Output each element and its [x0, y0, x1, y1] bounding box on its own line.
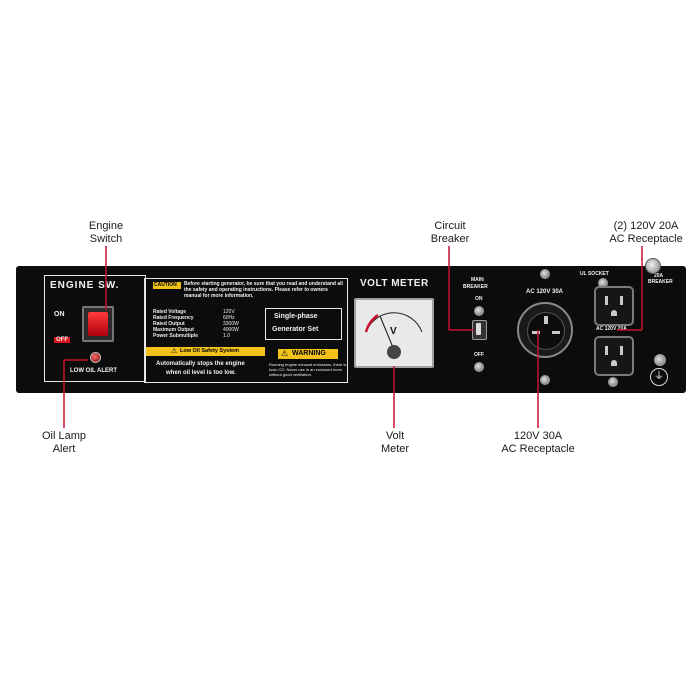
callout-oil-lamp: Oil Lamp Alert: [41, 430, 87, 455]
callout-receptacle-30a: 120V 30A AC Receptacle: [501, 430, 575, 455]
meter-dial: [364, 312, 423, 359]
rocker-red-face: [88, 312, 108, 336]
breaker-20a-line2: BREAKER: [648, 279, 673, 285]
spec-row: Rated Voltage 120V: [153, 309, 239, 315]
spec-row: Power Submultiple 1.0: [153, 333, 239, 339]
callout-volt-meter: Volt Meter: [380, 430, 410, 455]
low-oil-system-title: Low Oil Safety System: [180, 348, 239, 354]
twist-lock-face: [527, 312, 565, 350]
spec-value: 4000W: [223, 327, 239, 333]
spec-label: Rated Voltage: [153, 309, 186, 315]
receptacle-20a-bottom[interactable]: [594, 336, 634, 376]
toggle-lever: [476, 323, 481, 335]
low-oil-text-2: when oil level is too low.: [166, 370, 236, 376]
callout-circuit-breaker: Circuit Breaker: [430, 220, 470, 245]
breaker-off-label: OFF: [474, 352, 484, 358]
volt-meter-gauge: V: [354, 298, 434, 368]
breaker-on-label: ON: [475, 296, 483, 302]
generator-control-panel: ENGINE SW. ON OFF LOW OIL ALERT CAUTION …: [16, 266, 686, 393]
info-plate: [144, 278, 348, 383]
slot-icon: [552, 331, 560, 334]
spec-label: Maximum Output: [153, 327, 194, 333]
off-label: OFF: [54, 337, 70, 343]
warning-text: Running engine exhaust emissions, there …: [269, 362, 347, 377]
spec-label: Rated Frequency: [153, 315, 194, 321]
main-breaker-line1: MAIN: [471, 277, 484, 283]
warning-triangle-icon: ⚠: [171, 348, 178, 355]
callout-engine-switch: Engine Switch: [88, 220, 124, 245]
ac-30a-label: AC 120V 30A: [526, 289, 564, 295]
engine-sw-title: ENGINE SW.: [50, 280, 120, 291]
spec-label: Rated Output: [153, 321, 185, 327]
receptacle-30a[interactable]: [517, 302, 573, 358]
screw-icon: [540, 375, 550, 385]
warning-banner: ⚠ WARNING: [278, 349, 338, 359]
slot-icon: [605, 296, 608, 305]
main-breaker-line2: BREAKER: [463, 284, 488, 290]
meter-unit: V: [390, 326, 397, 337]
spec-value: 120V: [223, 309, 235, 315]
ground-slot-icon: [611, 360, 617, 366]
ground-slot-icon: [611, 310, 617, 316]
spec-row: Maximum Output 4000W: [153, 327, 239, 333]
spec-value: 3300W: [223, 321, 239, 327]
screw-icon: [540, 269, 550, 279]
receptacle-20a-top[interactable]: [594, 286, 634, 326]
low-oil-alert-label: LOW OIL ALERT: [70, 368, 117, 374]
volt-meter-title: VOLT METER: [360, 278, 429, 289]
slot-icon: [605, 346, 608, 355]
oil-lamp-indicator: [90, 352, 101, 363]
low-oil-system-banner: ⚠ Low Oil Safety System: [146, 347, 265, 356]
spec-value: 1.0: [223, 333, 230, 339]
screw-icon: [474, 306, 484, 316]
phase-box: [265, 308, 342, 340]
spec-row: Rated Output 3300W: [153, 321, 239, 327]
on-label: ON: [54, 311, 65, 318]
phase-line2: Generator Set: [272, 326, 319, 333]
engine-switch-frame: [44, 275, 146, 382]
warning-title: WARNING: [292, 350, 326, 357]
screw-icon: [608, 377, 618, 387]
main-breaker-toggle[interactable]: [472, 320, 487, 340]
engine-rocker-switch[interactable]: [82, 306, 114, 342]
ul-socket-label: UL SOCKET: [580, 271, 609, 277]
phase-line1: Single-phase: [274, 313, 318, 320]
caution-tag-text: CAUTION: [154, 282, 177, 288]
ac-20a-label: AC 120V 20A: [596, 326, 627, 332]
warning-icon: ⚠: [281, 349, 289, 358]
breaker-20a-line1: 20A: [654, 273, 664, 279]
spec-row: Rated Frequency 60Hz: [153, 315, 239, 321]
spec-label: Power Submultiple: [153, 333, 199, 339]
ground-screw-icon: [654, 354, 666, 366]
caution-text: Before starting generator, be sure that …: [184, 281, 343, 299]
spec-table: Rated Voltage 120V Rated Frequency 60Hz Ra…: [153, 309, 239, 339]
slot-icon: [532, 331, 540, 334]
callout-receptacle-20a: (2) 120V 20A AC Receptacle: [609, 220, 683, 245]
low-oil-text-1: Automatically stops the engine: [156, 361, 245, 367]
ground-symbol-icon: ⏚: [650, 368, 668, 386]
slot-icon: [544, 316, 548, 324]
slot-icon: [620, 346, 623, 355]
spec-value: 60Hz: [223, 315, 235, 321]
slot-icon: [620, 296, 623, 305]
breaker-20a-cap[interactable]: [645, 258, 661, 274]
caution-tag: CAUTION: [153, 282, 181, 289]
screw-icon: [474, 362, 484, 372]
